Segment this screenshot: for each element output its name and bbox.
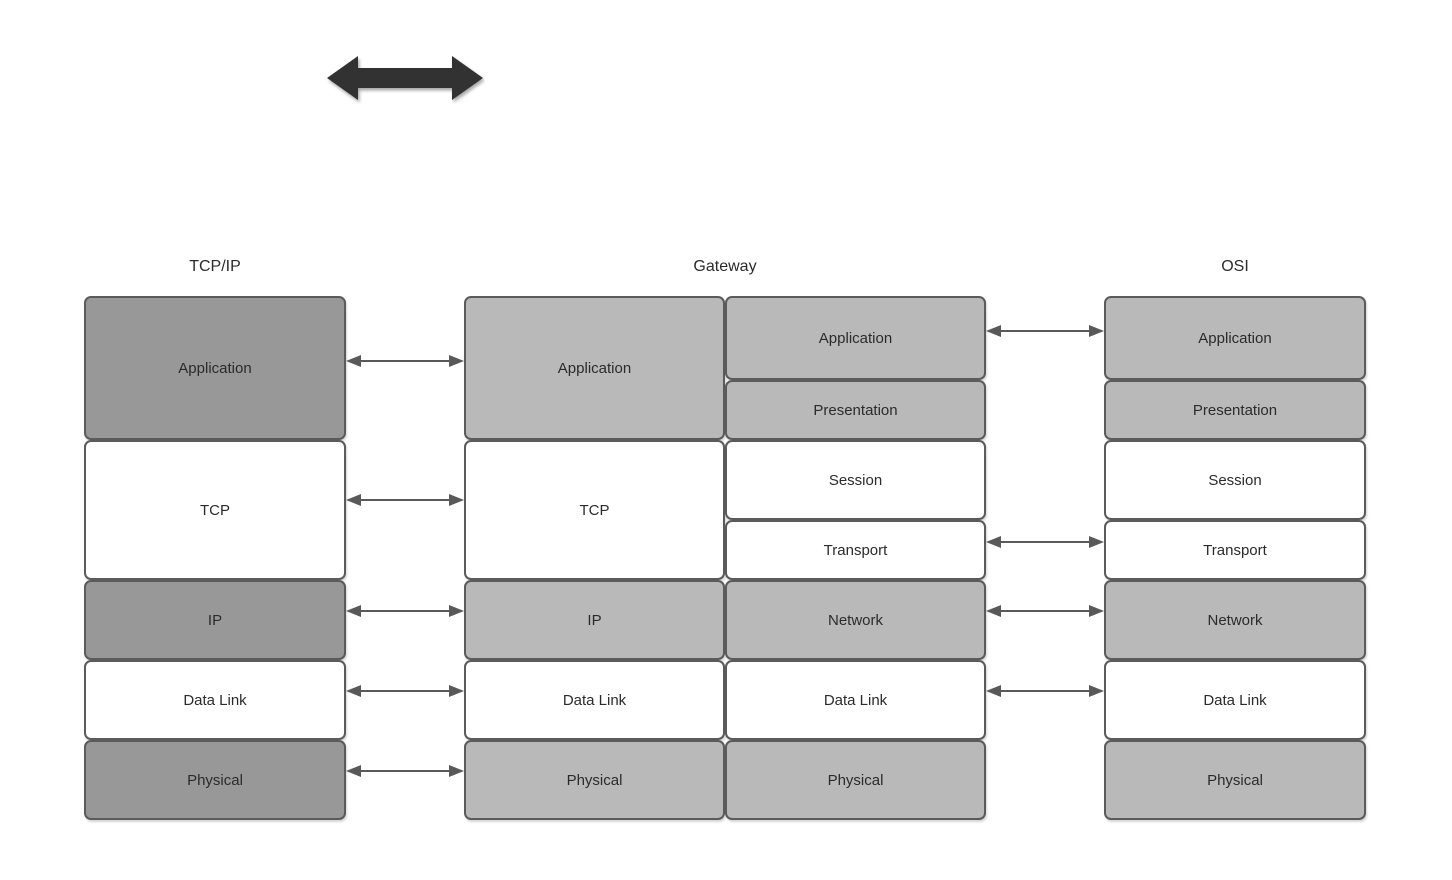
layer-gateway-osi-application: Application [725, 296, 986, 380]
connector-arrow-ip [346, 602, 464, 620]
connector-arrow-application [346, 352, 464, 370]
layer-label: Data Link [562, 691, 627, 709]
layer-label: Network [1207, 611, 1263, 629]
layer-osi-physical: Physical [1104, 740, 1366, 820]
layer-label: Application [178, 359, 252, 377]
layer-label: Data Link [1203, 691, 1267, 709]
layer-label: Physical [1207, 771, 1263, 789]
layer-osi-network: Network [1104, 580, 1366, 660]
connector-arrow-transport [986, 533, 1104, 551]
layer-label: IP [587, 611, 602, 629]
layer-label: Presentation [813, 401, 898, 419]
layer-gateway-osi-transport: Transport [725, 520, 986, 580]
layer-gateway-tcp: TCP [464, 440, 725, 580]
column-title-gateway: Gateway [693, 258, 757, 275]
layer-tcpip-ip: IP [84, 580, 346, 660]
layer-label: Session [1208, 471, 1262, 489]
connector-arrow-network [986, 602, 1104, 620]
layer-label: Transport [823, 541, 888, 559]
layer-label: Network [827, 611, 883, 629]
layer-label: TCP [579, 501, 610, 519]
layer-label: IP [207, 611, 223, 629]
layer-tcpip-application: Application [84, 296, 346, 440]
layer-label: Application [557, 359, 632, 377]
layer-osi-presentation: Presentation [1104, 380, 1366, 440]
bidirectional-arrow [325, 50, 485, 106]
layer-gateway-ip: IP [464, 580, 725, 660]
layer-gateway-osi-physical: Physical [725, 740, 986, 820]
layer-label: Data Link [183, 691, 247, 709]
layer-label: Physical [187, 771, 243, 789]
layer-gateway-application: Application [464, 296, 725, 440]
connector-arrow-data-link [346, 682, 464, 700]
layer-tcpip-data-link: Data Link [84, 660, 346, 740]
layer-gateway-physical: Physical [464, 740, 725, 820]
column-title-osi: OSI [1221, 258, 1249, 275]
layer-osi-application: Application [1104, 296, 1366, 380]
connector-arrow-tcp [346, 491, 464, 509]
connector-arrow-physical [346, 762, 464, 780]
layer-gateway-data-link: Data Link [464, 660, 725, 740]
layer-tcpip-physical: Physical [84, 740, 346, 820]
layer-label: Session [828, 471, 883, 489]
layer-osi-session: Session [1104, 440, 1366, 520]
layer-gateway-osi-session: Session [725, 440, 986, 520]
layer-gateway-osi-data-link: Data Link [725, 660, 986, 740]
layer-tcpip-tcp: TCP [84, 440, 346, 580]
layer-label: Application [1198, 329, 1272, 347]
connector-arrow-data-link [986, 682, 1104, 700]
layer-label: Data Link [823, 691, 888, 709]
layer-label: Physical [566, 771, 623, 789]
layer-label: Physical [827, 771, 884, 789]
layer-osi-transport: Transport [1104, 520, 1366, 580]
column-title-tcpip: TCP/IP [189, 258, 241, 275]
layer-label: TCP [200, 501, 230, 519]
layer-label: Presentation [1192, 401, 1278, 419]
layer-gateway-osi-presentation: Presentation [725, 380, 986, 440]
connector-arrow-application [986, 322, 1104, 340]
layer-gateway-osi-network: Network [725, 580, 986, 660]
layer-label: Application [818, 329, 893, 347]
layer-label: Transport [1203, 541, 1267, 559]
layer-osi-data-link: Data Link [1104, 660, 1366, 740]
